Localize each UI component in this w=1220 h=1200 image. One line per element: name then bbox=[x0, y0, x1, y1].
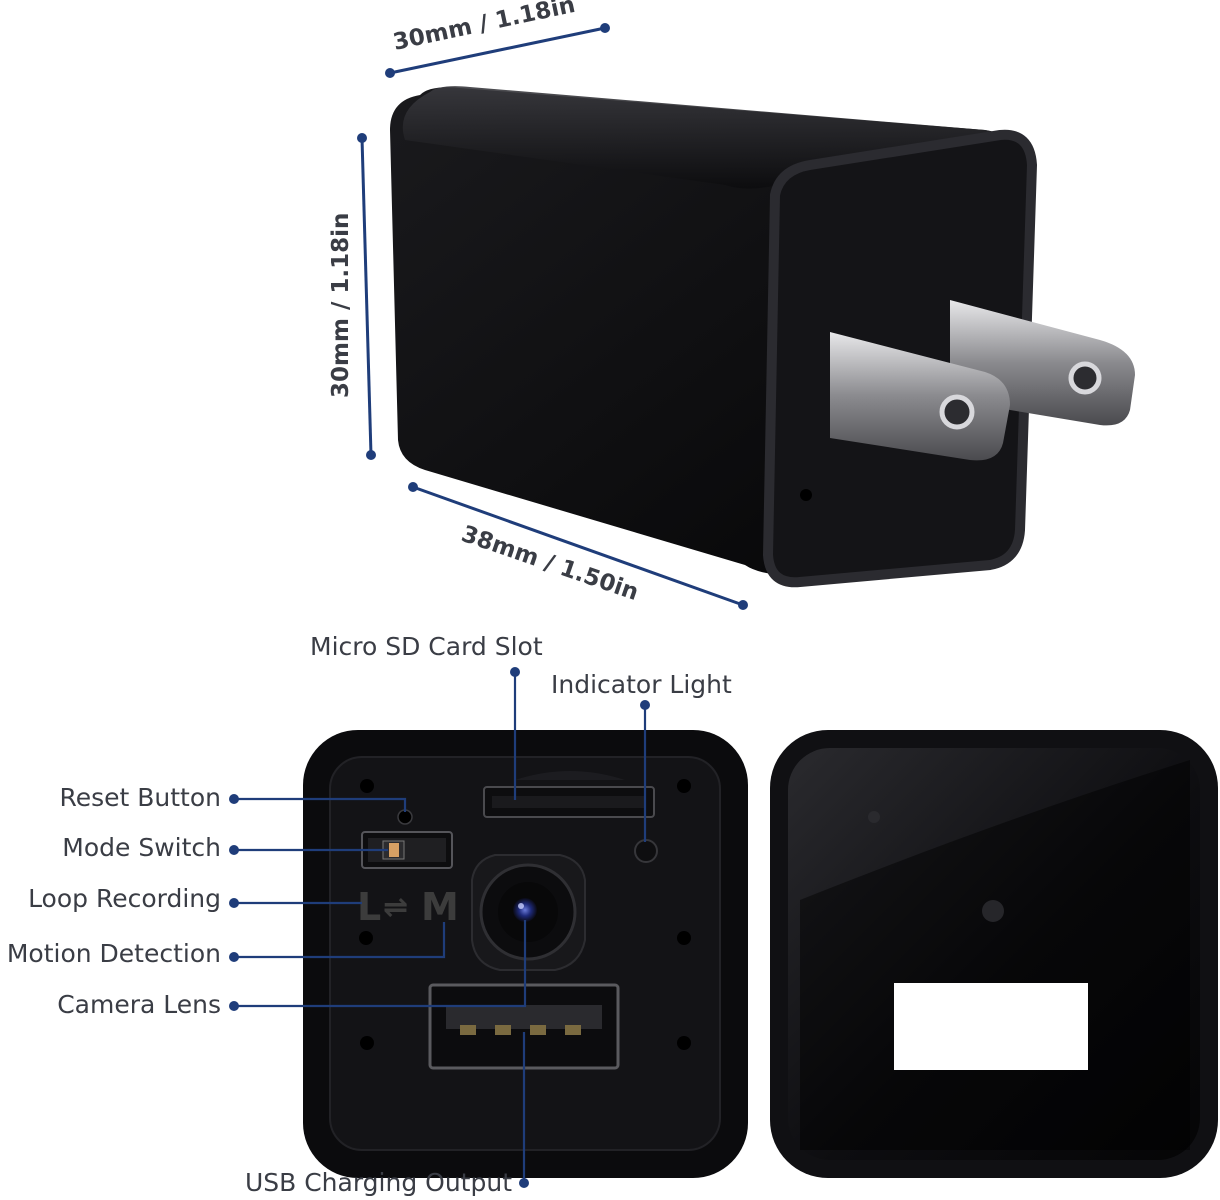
prong-front-hole bbox=[939, 394, 975, 430]
callout-leaders bbox=[229, 667, 650, 1188]
prong-front bbox=[830, 332, 1010, 461]
camera-lens bbox=[471, 854, 586, 971]
reset-button[interactable] bbox=[397, 809, 413, 825]
switch-mark-loop: L bbox=[357, 885, 381, 929]
label-micro-sd-slot: Micro SD Card Slot bbox=[310, 632, 543, 661]
dimension-width-label: 30mm / 1.18in bbox=[391, 0, 578, 56]
dimension-depth-label: 38mm / 1.50in bbox=[458, 521, 642, 606]
switch-mark-motion: M bbox=[421, 885, 459, 929]
label-motion-detection: Motion Detection bbox=[7, 939, 221, 968]
prong-back-hole bbox=[1068, 361, 1102, 395]
switch-marks: L ⇌ M bbox=[357, 885, 459, 929]
back-face-cutout bbox=[894, 983, 1088, 1070]
label-reset-button: Reset Button bbox=[59, 783, 221, 812]
micro-sd-slot bbox=[483, 771, 655, 818]
charger-3d-view bbox=[390, 86, 1135, 588]
callout-labels: Micro SD Card Slot Indicator Light Reset… bbox=[7, 632, 732, 1197]
camera-back-face bbox=[770, 730, 1218, 1178]
dimension-height: 30mm / 1.18in bbox=[328, 133, 376, 460]
mode-switch[interactable] bbox=[361, 831, 453, 869]
label-indicator-light: Indicator Light bbox=[551, 670, 732, 699]
label-usb-charging-output: USB Charging Output bbox=[245, 1168, 512, 1197]
indicator-light bbox=[634, 839, 658, 863]
label-loop-recording: Loop Recording bbox=[28, 884, 221, 913]
label-mode-switch: Mode Switch bbox=[62, 833, 221, 862]
end-face-pinhole bbox=[800, 489, 812, 501]
dimension-height-label: 30mm / 1.18in bbox=[328, 213, 354, 398]
switch-mark-arrow: ⇌ bbox=[383, 890, 408, 925]
label-camera-lens: Camera Lens bbox=[57, 990, 221, 1019]
dimension-width: 30mm / 1.18in bbox=[385, 0, 610, 78]
